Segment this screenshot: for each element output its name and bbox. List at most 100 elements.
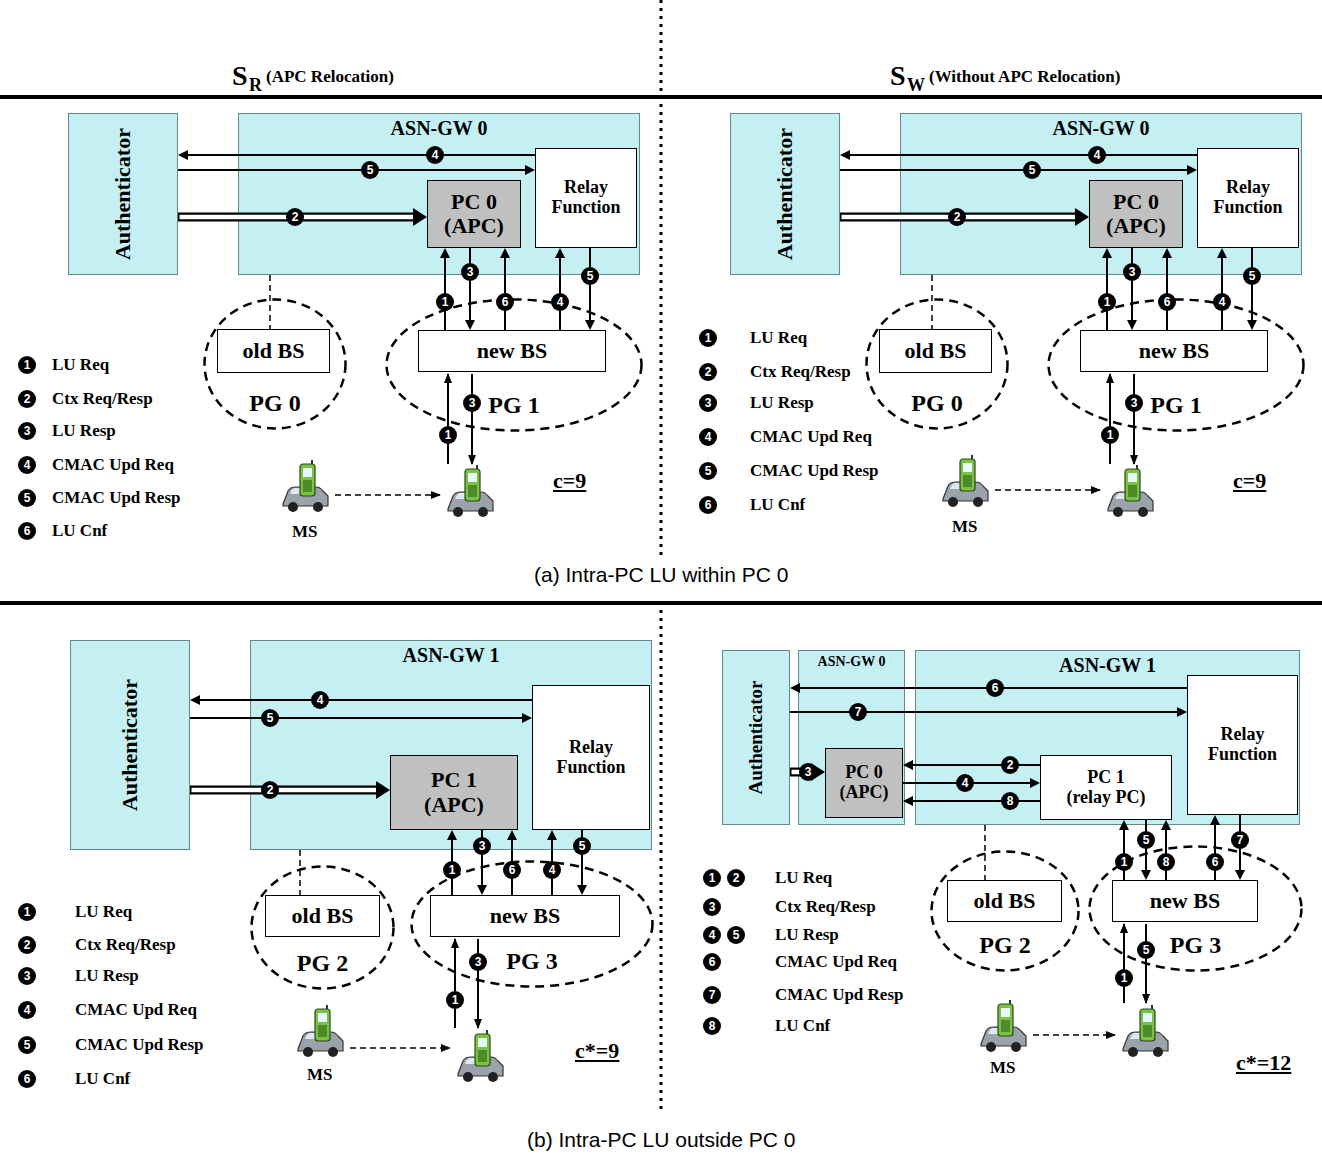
callout-number: 3 [18,967,36,985]
node-label: Authenticator [746,681,767,795]
callout-number: 2 [18,936,36,954]
gateway-box: ASN-GW 0PC 0 (APC)Relay Function [238,113,640,275]
callout-number: 1 [436,293,454,311]
movement-arrow [1033,1034,1115,1036]
connector [1217,248,1227,330]
node-label: old BS [905,339,967,363]
callout-number: 4 [1088,146,1106,164]
paging-group-ellipse: PG 2old BS [250,865,395,990]
authenticator-box: Authenticator [68,113,178,275]
connector [300,850,301,895]
connector [840,150,1197,160]
ms-label: MS [990,1058,1016,1078]
legend-text: Ctx Req/Resp [775,897,876,917]
connector [1102,248,1112,330]
movement-arrow [350,1047,450,1049]
relay-function-box: Relay Function [1187,675,1298,815]
radio-arrow [1109,374,1111,464]
gateway-box: ASN-GW 1PC 1 (APC)Relay Function [250,640,652,850]
legend-text: LU Resp [52,421,116,441]
node-label: new BS [1150,889,1220,913]
legend-text: LU Resp [750,393,814,413]
callout-number: 6 [986,679,1004,697]
callout-number: 3 [473,837,491,855]
callout-number: 5 [361,161,379,179]
callout-number: 4 [699,428,717,446]
panel-divider [0,601,1322,605]
ms-label: MS [292,522,318,542]
radio-arrow [471,374,473,464]
node-label: PC 0 (APC) [826,763,902,803]
connector [1247,248,1257,330]
callout-number: 1 [1115,969,1133,987]
callout-number: 2 [948,208,966,226]
legend-text: LU Cnf [775,1016,830,1036]
radio-arrow [454,939,456,1028]
ms-car-icon [298,1005,343,1057]
panel-divider [660,0,663,555]
node-label: Authenticator [118,679,142,811]
callout-number: 8 [1001,792,1019,810]
gateway-box: ASN-GW 0PC 0 (APC)Relay Function [900,113,1302,275]
connector [840,208,1089,226]
ms-car-icon [1123,1005,1168,1057]
paging-controller-box: PC 0 (APC) [427,180,521,248]
callout-number: 4 [551,293,569,311]
scheme-symbol: S [890,60,906,92]
connector [1162,248,1172,330]
callout-number: 3 [799,763,817,781]
node-label: PG 3 [506,948,557,988]
legend-text: CMAC Upd Resp [75,1035,203,1055]
ms-car-icon [283,460,328,512]
connector [270,275,271,329]
ms-car-icon [943,455,988,507]
node-label: Relay Function [1188,725,1297,765]
callout-number: 1 [703,869,721,887]
callout-number: 4 [1213,293,1231,311]
legend-text: Ctx Req/Resp [52,389,153,409]
callout-number: 4 [956,774,974,792]
connector [985,825,986,880]
legend-text: CMAC Upd Req [52,455,174,475]
base-station-box: old BS [217,329,330,373]
scheme-subscript: R [249,75,262,96]
ms-label: MS [307,1065,333,1085]
paging-controller-box: PC 0 (APC) [825,748,903,818]
ms-car-icon [448,465,493,517]
connector [178,165,535,175]
connector [1141,820,1151,880]
base-station-box: new BS [418,330,606,372]
callout-number: 1 [446,991,464,1009]
paging-group-ellipse: PG 1new BS [385,298,643,432]
callout-number: 3 [461,263,479,281]
connector [790,763,825,781]
connector [178,208,427,226]
callout-number: 3 [699,394,717,412]
callout-number: 2 [699,363,717,381]
callout-number: 8 [1157,853,1175,871]
legend-text: Ctx Req/Resp [75,935,176,955]
node-label: PC 1 (relay PC) [1056,768,1156,808]
movement-arrow [995,489,1100,491]
callout-number: 6 [18,522,36,540]
paging-group-ellipse: PG 0old BS [203,298,347,430]
callout-number: 1 [439,426,457,444]
relay-function-box: Relay Function [532,685,650,830]
callout-number: 8 [703,1017,721,1035]
callout-number: 1 [699,329,717,347]
callout-number: 2 [286,208,304,226]
legend-text: CMAC Upd Resp [52,488,180,508]
authenticator-box: Authenticator [722,650,790,825]
base-station-box: old BS [265,895,380,937]
node-label: ASN-GW 1 [403,641,500,666]
legend-text: LU Cnf [75,1069,130,1089]
callout-number: 1 [1115,853,1133,871]
node-label: old BS [292,904,354,928]
node-label: Relay Function [1198,178,1298,218]
callout-number: 2 [261,781,279,799]
callout-number: 2 [18,390,36,408]
node-label: old BS [243,339,305,363]
callout-number: 7 [703,986,721,1004]
connector [1119,820,1129,880]
connector [440,248,450,330]
